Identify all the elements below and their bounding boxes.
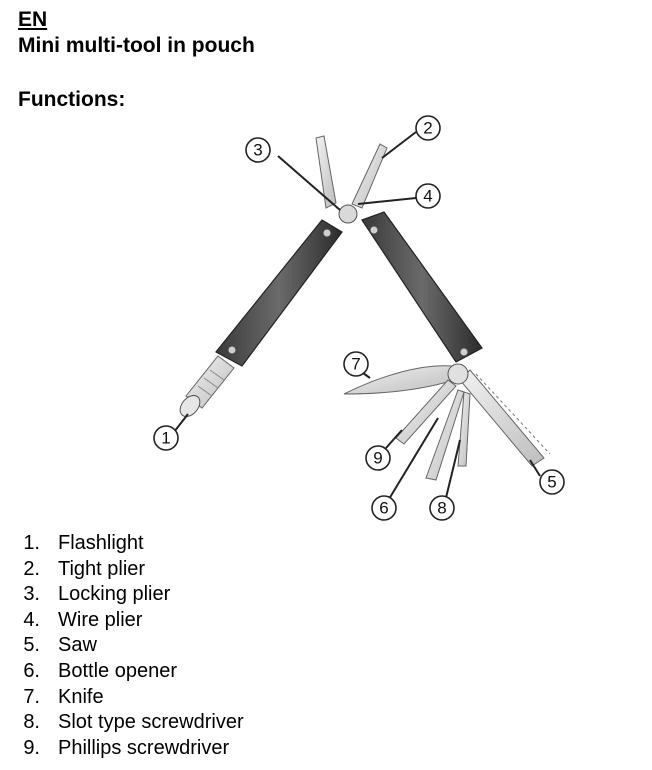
item-number: 4. [23, 608, 40, 631]
svg-text:1: 1 [161, 429, 170, 448]
language-code: EN [18, 8, 48, 31]
list-item: 5. Saw [0, 633, 244, 659]
svg-text:9: 9 [373, 449, 382, 468]
right-handle [361, 211, 483, 363]
item-number: 6. [23, 659, 40, 682]
plier-jaws [315, 135, 388, 224]
svg-text:3: 3 [253, 141, 262, 160]
list-item: 4. Wire plier [0, 608, 244, 634]
list-item: 7. Knife [0, 685, 244, 711]
svg-text:7: 7 [351, 355, 360, 374]
item-label: Phillips screwdriver [58, 736, 230, 759]
item-label: Wire plier [58, 608, 143, 631]
list-item: 3. Locking plier [0, 582, 244, 608]
callout-5: 5 [539, 469, 565, 495]
multi-tool-drawing: 1 2 3 4 5 6 7 8 [153, 115, 565, 521]
left-handle [215, 219, 343, 367]
callout-7: 7 [343, 351, 369, 377]
item-label: Bottle opener [58, 659, 177, 682]
list-item: 1. Flashlight [0, 531, 244, 557]
item-label: Locking plier [58, 583, 171, 606]
callout-1: 1 [153, 425, 179, 451]
item-number: 9. [23, 736, 40, 759]
item-label: Knife [58, 685, 104, 708]
list-item: 6. Bottle opener [0, 659, 244, 685]
svg-text:4: 4 [423, 187, 432, 206]
fanned-tools [343, 363, 551, 481]
item-number: 3. [23, 583, 40, 606]
item-label: Tight plier [58, 557, 146, 580]
product-title: Mini multi-tool in pouch [18, 34, 255, 57]
functions-list: 1. Flashlight 2. Tight plier 3. Locking pli… [0, 531, 244, 762]
svg-text:8: 8 [437, 499, 446, 518]
svg-text:6: 6 [379, 499, 388, 518]
item-number: 7. [23, 685, 40, 708]
flashlight [179, 355, 235, 418]
callout-2: 2 [415, 115, 441, 141]
item-label: Flashlight [58, 532, 144, 554]
list-item: 9. Phillips screwdriver [0, 736, 244, 762]
list-item: 2. Tight plier [0, 557, 244, 583]
item-label: Saw [58, 634, 97, 657]
callout-6: 6 [371, 495, 397, 521]
callout-8: 8 [429, 495, 455, 521]
callout-9: 9 [365, 445, 391, 471]
item-number: 2. [23, 557, 40, 580]
functions-heading: Functions: [18, 88, 126, 111]
svg-text:5: 5 [547, 473, 556, 492]
callout-4: 4 [415, 183, 441, 209]
item-label: Slot type screwdriver [58, 711, 244, 734]
multi-tool-illustration: 1 2 3 4 5 6 7 8 [130, 108, 590, 528]
item-number: 5. [23, 634, 40, 657]
item-number: 1. [23, 532, 40, 554]
item-number: 8. [23, 711, 40, 734]
svg-text:2: 2 [423, 119, 432, 138]
list-item: 8. Slot type screwdriver [0, 710, 244, 736]
callout-3: 3 [245, 137, 271, 163]
